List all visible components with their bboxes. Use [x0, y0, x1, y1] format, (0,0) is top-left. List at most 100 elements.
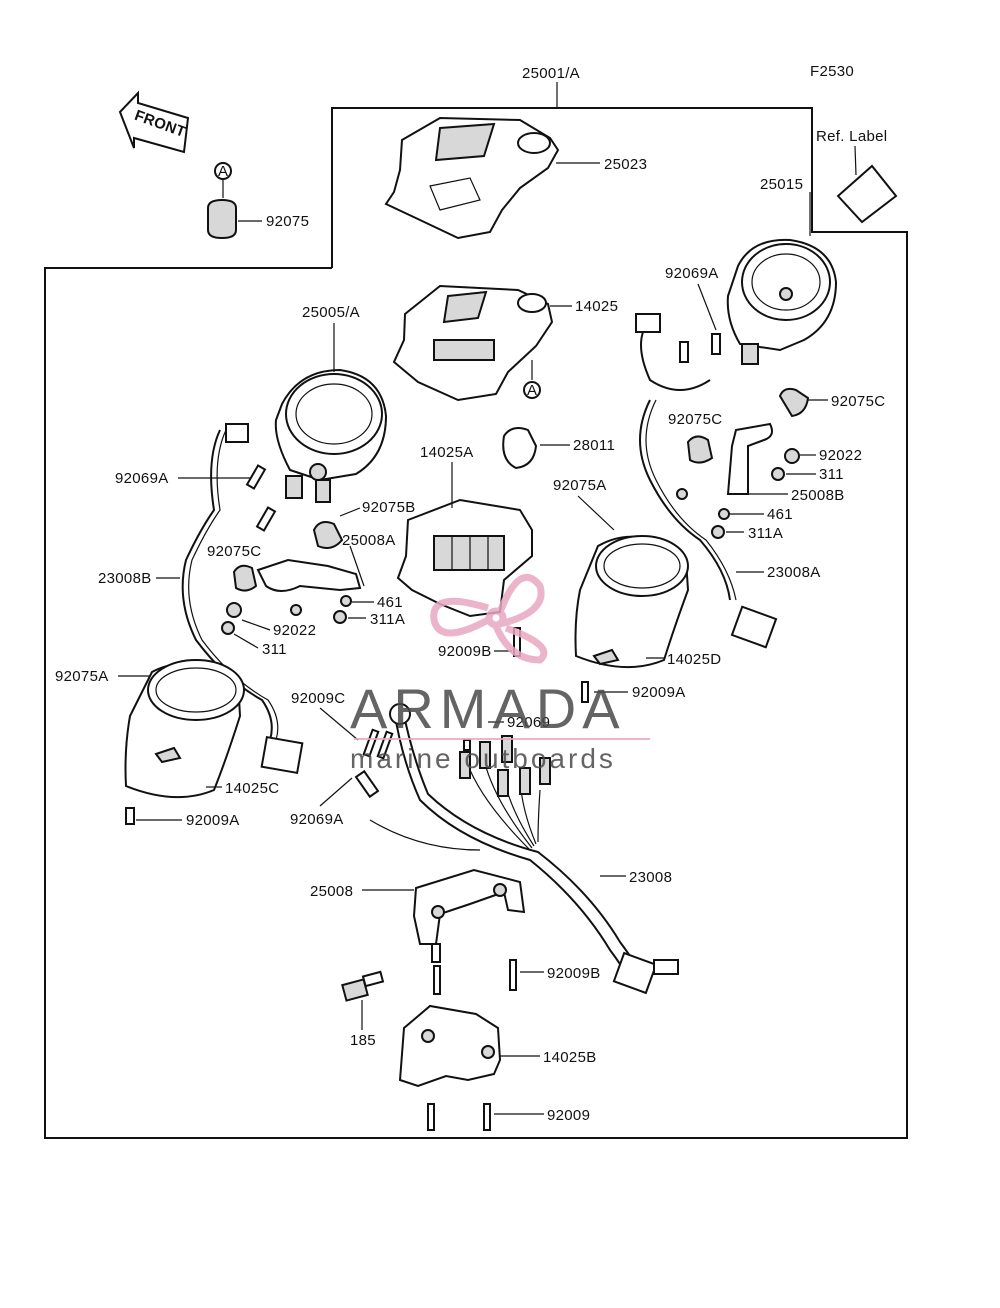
- leader-92022-left: [241, 619, 271, 631]
- label-92075C-right-2: 92075C: [668, 411, 722, 428]
- connector-23008A: [730, 605, 778, 649]
- label-92069A-right: 92069A: [665, 265, 719, 282]
- callout-a-mid: [523, 381, 541, 399]
- label-92075C-right-1: 92075C: [831, 393, 885, 410]
- housing-14025A: [396, 498, 533, 618]
- watermark-underline: [354, 738, 650, 740]
- label-28011: 28011: [573, 437, 615, 454]
- leader-ref-label: [854, 145, 857, 176]
- connector-23008A-top: [635, 313, 661, 333]
- bracket-25008A: [256, 558, 362, 592]
- label-92009: 92009: [547, 1107, 590, 1124]
- label-23008A: 23008A: [767, 564, 821, 581]
- label-311-left: 311: [262, 641, 287, 658]
- bulb-92069A-left-2: [255, 506, 277, 532]
- label-92009B-bottom: 92009B: [547, 965, 601, 982]
- nut-311A-right: [711, 525, 725, 539]
- label-92022-right: 92022: [819, 447, 862, 464]
- label-92009A-left: 92009A: [186, 812, 240, 829]
- label-23008: 23008: [629, 869, 672, 886]
- screw-92009-left: [427, 1103, 435, 1131]
- label-92022-left: 92022: [273, 622, 316, 639]
- callout-a-top: [214, 162, 232, 180]
- label-461-left: 461: [377, 594, 403, 611]
- leader-25008A: [349, 545, 365, 587]
- label-25015: 25015: [760, 176, 803, 193]
- screw-92009B-right: [509, 959, 517, 991]
- leader-311-left: [233, 633, 259, 649]
- label-185: 185: [350, 1032, 376, 1049]
- propeller-logo-icon: [430, 573, 548, 664]
- label-25008: 25008: [310, 883, 353, 900]
- grommet-92075C-right-1: [778, 387, 810, 418]
- grommet-92075B: [312, 521, 344, 549]
- grommet-92075C-right-2: [686, 435, 714, 464]
- bulb-92069A-left-1: [245, 464, 267, 490]
- label-461-right: 461: [767, 506, 793, 523]
- nut-311A-left: [333, 610, 347, 624]
- label-25008A: 25008A: [342, 532, 396, 549]
- socket-28011: [502, 427, 538, 470]
- label-92069: 92069: [507, 714, 550, 731]
- armada-watermark: ARMADA marine outboards: [350, 573, 650, 774]
- label-92009A-right: 92009A: [632, 684, 686, 701]
- bolt-185: [341, 970, 385, 1002]
- upper-cover-25023: [384, 116, 560, 240]
- bulb-92069A-right-1: [711, 333, 721, 355]
- label-92075: 92075: [266, 213, 309, 230]
- ref-label-text: Ref. Label: [816, 128, 887, 145]
- screw-92009B-left: [433, 965, 441, 995]
- label-92009B-center: 92009B: [438, 643, 492, 660]
- screw-92009A-left: [125, 807, 135, 825]
- leader-92075B: [339, 507, 361, 517]
- label-25005A: 25005/A: [302, 304, 360, 321]
- bulb-92069A-bottom: [354, 769, 380, 799]
- label-92009C: 92009C: [291, 690, 345, 707]
- harness-23008B-inner: [188, 429, 279, 741]
- harness-23008A: [639, 319, 731, 601]
- front-arrow-icon: FRONT: [118, 90, 190, 154]
- harness-23008: [369, 705, 679, 995]
- washer-92022-right: [784, 448, 800, 464]
- bulb-92069A-right-2: [679, 341, 689, 363]
- label-92075C-left: 92075C: [207, 543, 261, 560]
- watermark-subtitle: marine outboards: [350, 743, 616, 774]
- screw-92009A-right: [581, 681, 589, 703]
- panel-14025: [392, 284, 554, 402]
- nut-right-small: [676, 488, 688, 500]
- bracket-25008B: [726, 422, 773, 495]
- washer-92022-left: [226, 602, 242, 618]
- label-14025A: 14025A: [420, 444, 474, 461]
- nut-461-left: [340, 595, 352, 607]
- label-311-right: 311: [819, 466, 844, 483]
- label-14025B: 14025B: [543, 1049, 597, 1066]
- leader-92075A-right: [577, 495, 615, 531]
- label-14025: 14025: [575, 298, 618, 315]
- label-14025C: 14025C: [225, 780, 279, 797]
- connector-23008B: [260, 735, 304, 775]
- leader-92009C: [319, 707, 359, 741]
- leader-92069A-bottom: [319, 777, 353, 807]
- nut-461-right: [718, 508, 730, 520]
- cup-14025D: [574, 535, 690, 669]
- label-311A-left: 311A: [370, 611, 405, 628]
- grommet-92075: [207, 198, 237, 240]
- tachometer-25015: [726, 238, 838, 365]
- screw-92009-right: [483, 1103, 491, 1131]
- label-23008B: 23008B: [98, 570, 152, 587]
- label-92069A-bottom: 92069A: [290, 811, 344, 828]
- label-311A-right: 311A: [748, 525, 783, 542]
- figure-code: F2530: [810, 63, 854, 80]
- connector-23008B-top: [225, 423, 249, 443]
- bracket-25008: [412, 868, 526, 963]
- grommet-92075C-left: [232, 564, 258, 592]
- speedometer-25005A: [274, 368, 388, 503]
- ref-label-sticker: [836, 164, 898, 224]
- label-92075B: 92075B: [362, 499, 416, 516]
- harness-23008B: [181, 429, 273, 741]
- watermark-title: ARMADA: [350, 677, 626, 740]
- label-25001A: 25001/A: [522, 65, 580, 82]
- grommet-harness-top: [389, 703, 411, 725]
- nut-311-right: [771, 467, 785, 481]
